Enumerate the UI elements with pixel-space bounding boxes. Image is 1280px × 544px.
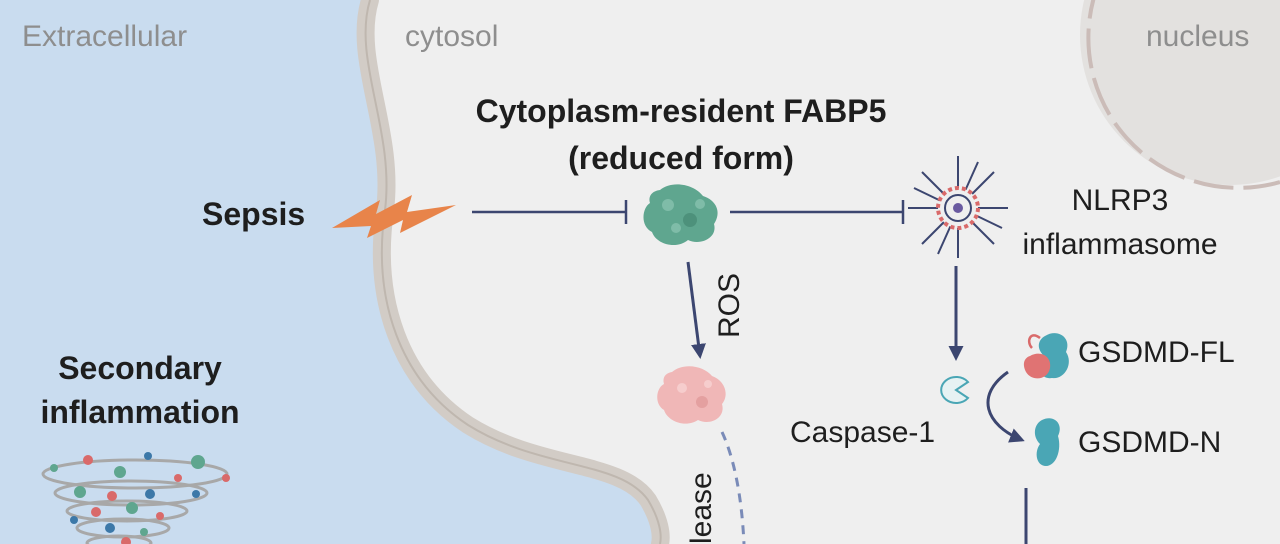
nlrp3-inflammasome-icon [908,156,1008,258]
fabp5-reduced-protein-icon [643,184,718,246]
ros-label: ROS [713,272,746,338]
ros-arrow [686,261,706,359]
extracellular-region [0,0,661,544]
nlrp3-label-line1: NLRP3 [1071,184,1169,217]
nucleus-label: nucleus [1146,20,1250,53]
sepsis-label: Sepsis [202,196,306,232]
cytosol-label: cytosol [405,20,499,53]
sepsis-bolt-icon [332,195,456,238]
fabp5-title-line2: (reduced form) [568,140,794,176]
cell-membrane-inner-line [364,0,662,544]
gsdmd-fl-label: GSDMD-FL [1078,336,1235,369]
nlrp3-label-line2: inflammasome [1022,228,1218,261]
extracellular-label: Extracellular [22,20,188,53]
release-dashed-path [720,431,746,544]
gsdmd-n-protein-icon [1034,418,1060,466]
gsdmd-fl-protein-icon [1023,333,1069,379]
caspase-1-icon [940,376,970,404]
nucleus-envelope [1086,0,1280,190]
caspase-1-label: Caspase-1 [790,416,936,449]
tornado-particles [50,452,230,544]
secondary-inflammation-line1: Secondary [58,350,222,386]
cleavage-arrow [986,370,1025,443]
secondary-inflammation-line2: inflammation [40,394,240,430]
fabp5-title-line1: Cytoplasm-resident FABP5 [475,93,887,129]
release-label-partial: lease [685,472,718,544]
fabp5-oxidized-protein-icon [657,366,726,424]
gsdmd-n-label: GSDMD-N [1078,426,1222,459]
